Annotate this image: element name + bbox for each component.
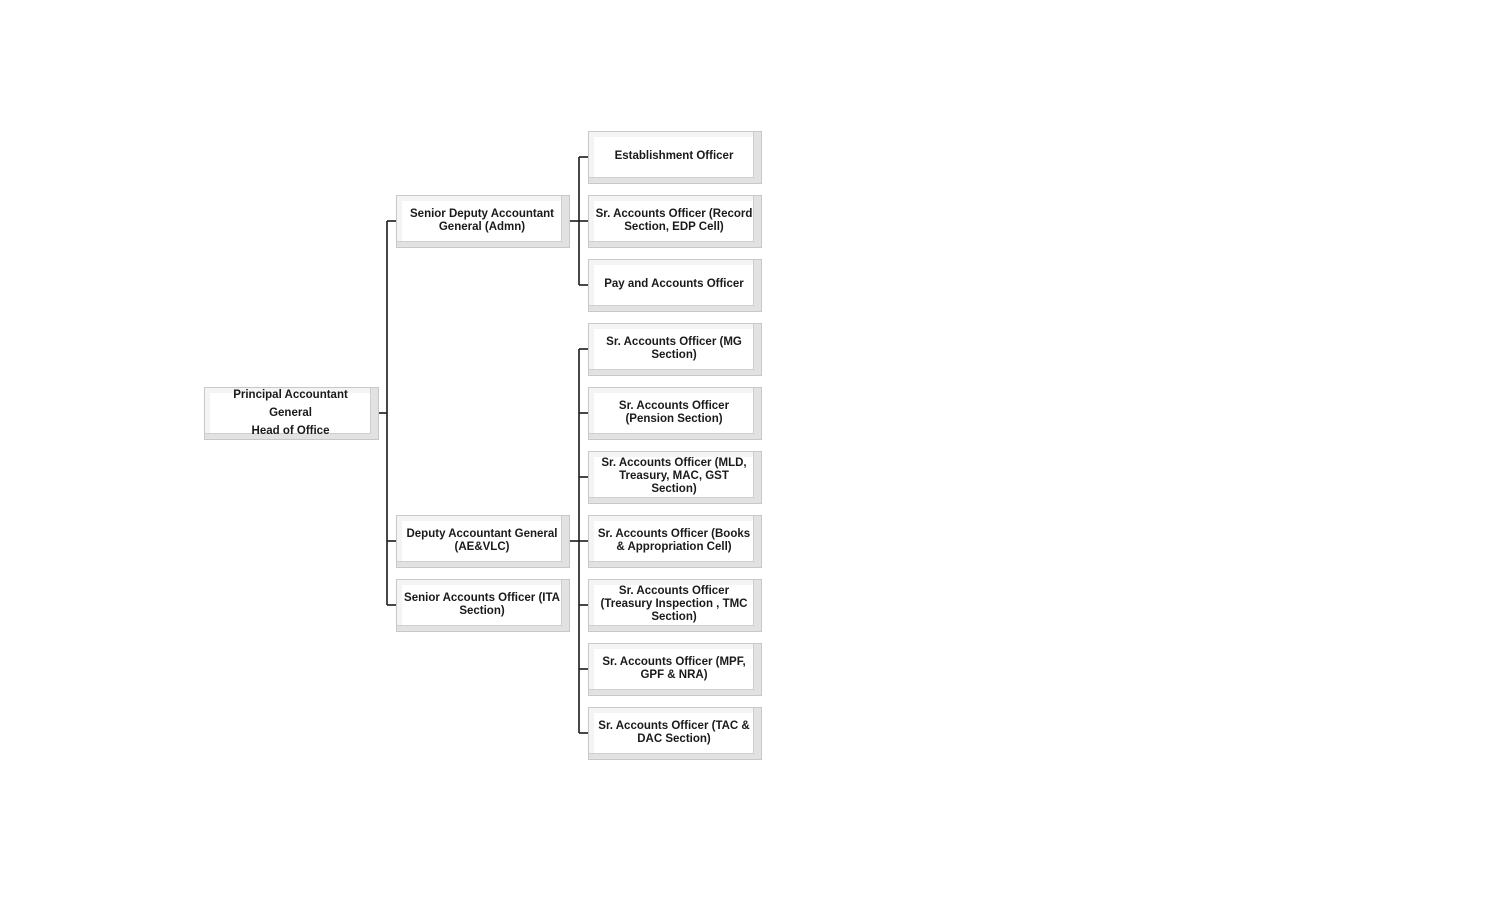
node-sao-mpf-gpf-nra: Sr. Accounts Officer (MPF, GPF & NRA) [588, 643, 762, 696]
node-label: Sr. Accounts Officer (MPF, GPF & NRA) [602, 655, 746, 681]
node-sao-tac-dac: Sr. Accounts Officer (TAC & DAC Section) [588, 707, 762, 760]
root-node-text: Principal Accountant General Head of Off… [211, 386, 370, 440]
node-sao-pension: Sr. Accounts Officer (Pension Section) [588, 387, 762, 440]
node-label: Sr. Accounts Officer (MG Section) [606, 335, 742, 361]
node-label: Deputy Accountant General (AE&VLC) [406, 527, 558, 553]
node-sao-books-appropriation: Sr. Accounts Officer (Books & Appropriat… [588, 515, 762, 568]
node-pay-accounts-officer: Pay and Accounts Officer [588, 259, 762, 312]
node-label: Sr. Accounts Officer (TAC & DAC Section) [598, 719, 750, 745]
node-label: Sr. Accounts Officer (Treasury Inspectio… [600, 585, 748, 623]
root-subtitle: Head of Office [251, 424, 330, 437]
node-label: Senior Deputy Accountant General (Admn) [410, 207, 554, 233]
node-sao-treasury-inspection-tmc: Sr. Accounts Officer (Treasury Inspectio… [588, 579, 762, 632]
node-label: Sr. Accounts Officer (Pension Section) [618, 399, 730, 425]
root-title: Principal Accountant General [233, 388, 348, 419]
node-deputy-ag-ae-vlc: Deputy Accountant General (AE&VLC) [396, 515, 570, 568]
node-establishment-officer: Establishment Officer [588, 131, 762, 184]
root-node: Principal Accountant General Head of Off… [204, 387, 379, 440]
node-label: Sr. Accounts Officer (Record Section, ED… [595, 207, 753, 233]
node-senior-ao-ita: Senior Accounts Officer (ITA Section) [396, 579, 570, 632]
node-sao-record-edp: Sr. Accounts Officer (Record Section, ED… [588, 195, 762, 248]
node-label: Sr. Accounts Officer (Books & Appropriat… [597, 527, 751, 553]
node-label: Senior Accounts Officer (ITA Section) [404, 591, 560, 617]
node-label: Sr. Accounts Officer (MLD, Treasury, MAC… [601, 457, 747, 495]
node-sao-mg: Sr. Accounts Officer (MG Section) [588, 323, 762, 376]
node-senior-deputy-ag-admn: Senior Deputy Accountant General (Admn) [396, 195, 570, 248]
node-label: Pay and Accounts Officer [604, 278, 744, 290]
node-sao-mld-treasury-mac-gst: Sr. Accounts Officer (MLD, Treasury, MAC… [588, 451, 762, 504]
node-label: Establishment Officer [614, 150, 734, 162]
